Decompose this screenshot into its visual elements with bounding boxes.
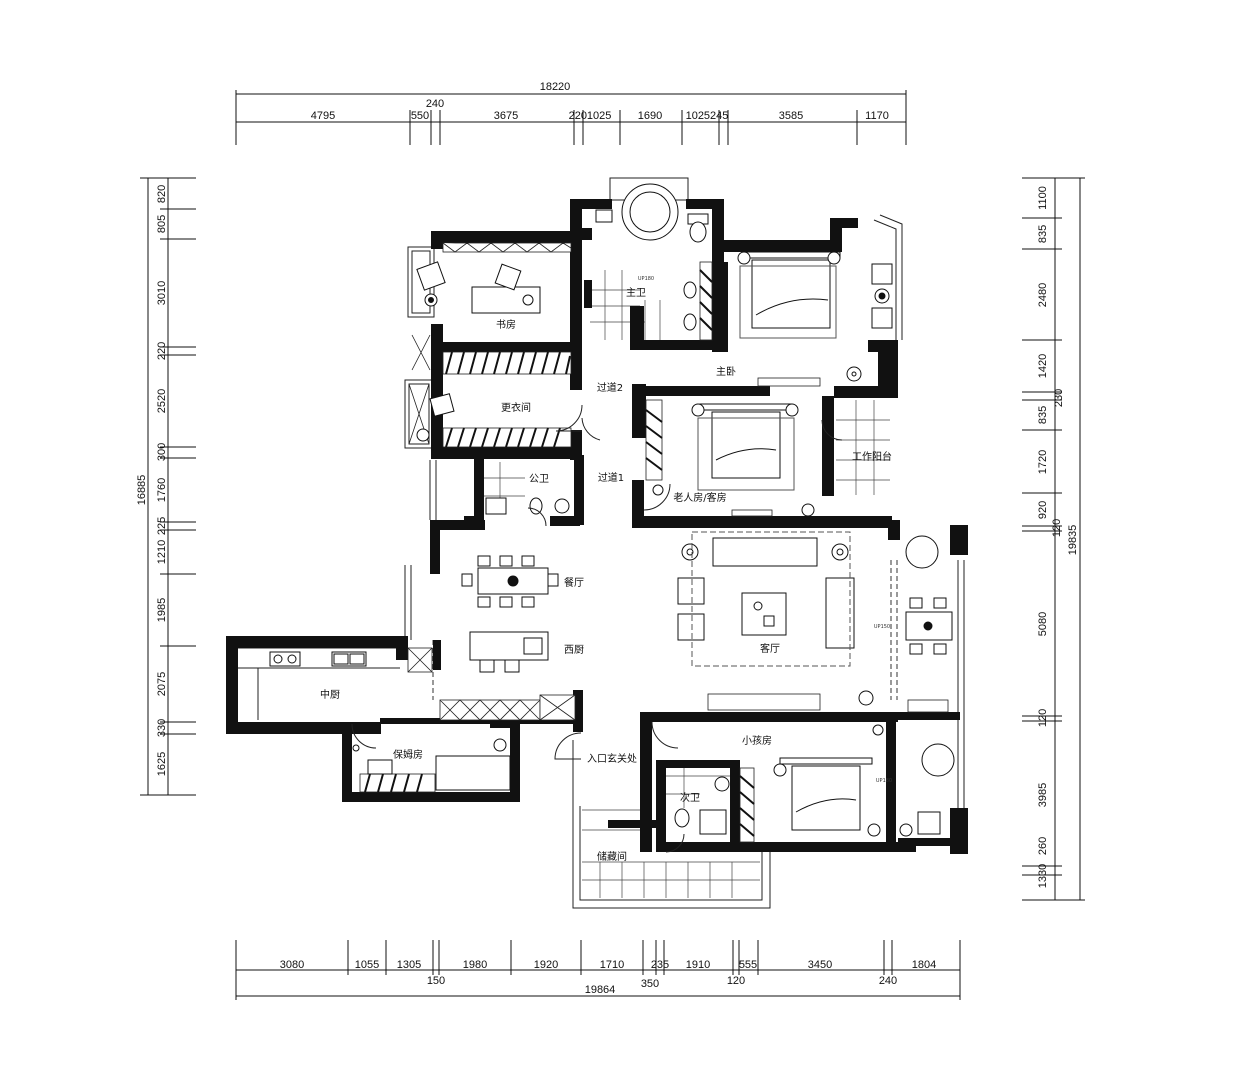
living-sofa — [712, 537, 818, 567]
dim-right-seg: 5080 — [1037, 612, 1049, 636]
room-label-kids-room: 小孩房 — [742, 734, 772, 747]
elder-bed — [711, 411, 781, 479]
study-chair — [416, 261, 446, 291]
room-label-storage: 储藏间 — [597, 850, 627, 863]
dim-bottom-small: 240 — [879, 975, 897, 987]
room-label-living: 客厅 — [760, 642, 780, 655]
furniture — [269, 183, 955, 837]
walls — [226, 199, 968, 854]
room-label-study: 书房 — [496, 318, 516, 331]
room-label-nanny-room: 保姆房 — [393, 748, 423, 761]
dim-bottom-seg: 1055 — [355, 959, 379, 971]
room-label-master-bath: 主卫 — [626, 287, 646, 299]
room-label-second-bath: 次卫 — [680, 791, 700, 804]
room-label-elder-guest-room: 老人房/客房 — [673, 491, 726, 504]
kids-bed — [791, 765, 861, 831]
dim-right-seg: 835 — [1037, 406, 1049, 424]
study-chair-2 — [494, 263, 522, 291]
room-label-chinese-kitchen: 中厨 — [320, 688, 340, 701]
dim-right-seg: 120 — [1037, 709, 1049, 727]
dim-left-seg: 1985 — [156, 598, 168, 622]
coffee-table — [741, 592, 787, 636]
master-bed — [751, 259, 831, 329]
room-label-entrance: 入口玄关处 — [587, 752, 637, 765]
dim-bottom-small: 120 — [727, 975, 745, 987]
dim-right-seg: 1100 — [1037, 186, 1049, 210]
dim-left-seg: 2520 — [156, 389, 168, 413]
dim-top-seg: 2201025 — [569, 110, 612, 122]
dim-bottom-total: 19864 — [585, 984, 616, 996]
dim-right-seg: 1420 — [1037, 354, 1049, 378]
dim-left-seg: 300 — [156, 443, 168, 461]
left-dimension-labels: 820 805 3010 220 2520 300 1760 225 1210 … — [136, 185, 168, 776]
dim-top-seg: 550 — [411, 110, 429, 122]
room-label-western-kitchen: 西厨 — [564, 644, 584, 656]
dim-right-seg: 1330 — [1037, 864, 1049, 888]
room-label-corridor-1: 过道1 — [598, 471, 624, 484]
elevation-tag-kids: UP180 — [876, 778, 892, 784]
dim-bottom-seg: 1804 — [912, 959, 936, 971]
dim-left-seg: 1625 — [156, 752, 168, 776]
dim-left-total: 16885 — [136, 475, 148, 506]
room-label-dining: 餐厅 — [564, 576, 584, 589]
dim-top-seg: 1025245 — [686, 110, 729, 122]
dim-top-seg: 3675 — [494, 110, 518, 122]
dim-bottom-seg: 3450 — [808, 959, 832, 971]
dim-left-seg: 2075 — [156, 672, 168, 696]
elevation-tag-living: UP150 — [874, 624, 890, 630]
dim-right-230: 230 — [1053, 389, 1065, 407]
right-dimension-labels: 1100 835 2480 1420 835 1720 920 120 5080… — [1037, 186, 1079, 888]
dim-right-seg: 3985 — [1037, 783, 1049, 807]
bottom-dimension-labels: 3080 1055 1305 1980 1920 1710 235 1910 5… — [280, 959, 936, 996]
elevation-tag-bath: UP180 — [638, 276, 654, 282]
dim-right-total: 19835 — [1067, 525, 1079, 556]
dim-bottom-seg: 1910 — [686, 959, 710, 971]
dim-bottom-seg: 1920 — [534, 959, 558, 971]
dim-left-seg: 1210 — [156, 540, 168, 564]
dim-right-seg: 2480 — [1037, 283, 1049, 307]
dim-bottom-seg: 3080 — [280, 959, 304, 971]
dim-right-seg: 260 — [1037, 837, 1049, 855]
dim-top-seg: 1170 — [865, 110, 889, 122]
dim-left-seg: 1760 — [156, 478, 168, 502]
dim-top-seg: 3585 — [779, 110, 803, 122]
dim-right-seg: 1720 — [1037, 450, 1049, 474]
dim-bottom-small: 350 — [641, 978, 659, 990]
nanny-bed — [435, 755, 511, 791]
room-label-dressing-room: 更衣间 — [501, 401, 531, 414]
dim-right-seg: 835 — [1037, 225, 1049, 243]
dim-left-seg: 225 — [156, 517, 168, 535]
room-label-corridor-2: 过道2 — [597, 381, 623, 394]
dim-bottom-seg: 555 — [739, 959, 757, 971]
dim-top-seg: 4795 — [311, 110, 335, 122]
wardrobes — [359, 242, 949, 843]
dim-left-seg: 805 — [156, 215, 168, 233]
room-label-public-bath: 公卫 — [529, 474, 549, 485]
dim-left-seg: 820 — [156, 185, 168, 203]
dim-left-seg: 330 — [156, 719, 168, 737]
dimension-lines — [140, 90, 1085, 1000]
dim-top-total: 18220 — [540, 81, 571, 93]
dim-bottom-seg: 235 — [651, 959, 669, 971]
dim-bottom-seg: 1980 — [463, 959, 487, 971]
dim-bottom-small: 150 — [427, 975, 445, 987]
dim-bottom-seg: 1305 — [397, 959, 421, 971]
dim-bottom-seg: 1710 — [600, 959, 624, 971]
dim-left-seg: 220 — [156, 342, 168, 360]
room-label-master-bedroom: 主卧 — [716, 365, 736, 378]
dim-top-240: 240 — [426, 98, 444, 110]
room-label-work-balcony: 工作阳台 — [852, 450, 892, 463]
dim-right-seg: 120 — [1051, 519, 1063, 537]
top-dimension-labels: 18220 240 4795 550 3675 2201025 1690 102… — [311, 81, 889, 122]
door-swings — [351, 404, 843, 853]
dim-right-seg: 920 — [1037, 501, 1049, 519]
dim-left-seg: 3010 — [156, 281, 168, 305]
room-labels: 书房 主卫 主卧 过道2 更衣间 公卫 过道1 老人房/客房 工作阳台 餐厅 西… — [320, 276, 892, 863]
dim-top-seg: 1690 — [638, 110, 662, 122]
